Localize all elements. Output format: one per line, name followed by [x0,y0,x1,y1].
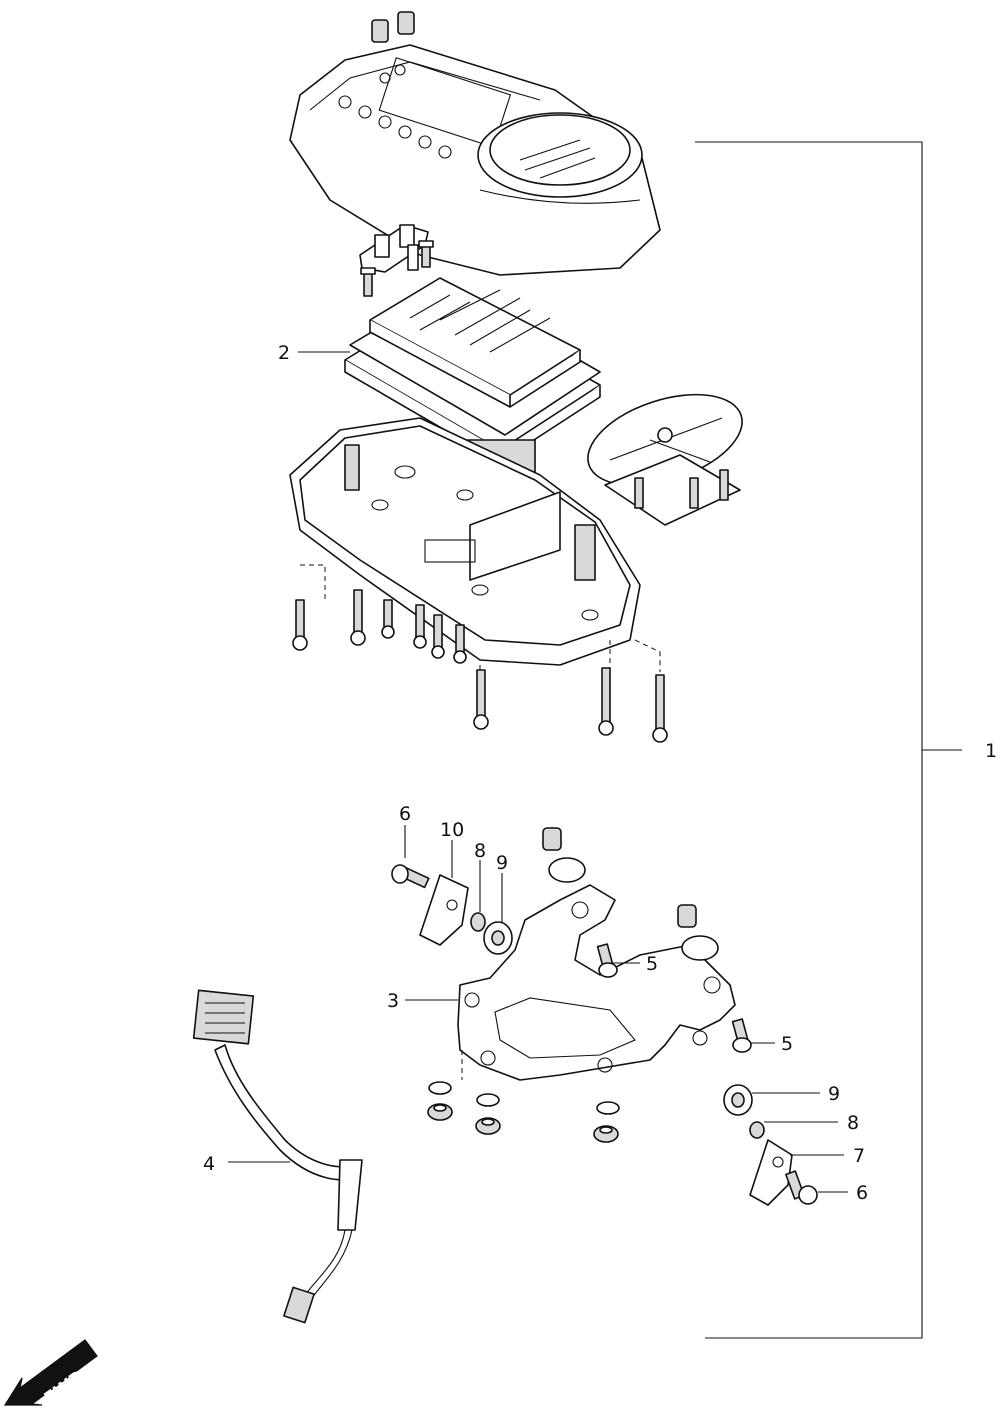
rubber-grommet-icon [723,1084,753,1116]
case-screws [292,564,668,743]
small-bracket-icon [359,224,434,297]
nut-icon [593,1125,619,1143]
fwd-arrow-icon: FWD [3,1339,98,1409]
callout-5-lower: 5 [781,1033,793,1055]
callout-6-lower: 6 [856,1182,868,1204]
nut-icon [427,1103,453,1121]
clip-icon [749,1139,793,1206]
screw-icon [292,599,308,651]
bolt-icon [391,864,430,889]
callout-5-upper: 5 [646,953,658,975]
screw-icon [473,669,489,730]
assembly-bracket-1 [695,141,962,1339]
nut-icon [475,1117,501,1135]
callout-1: 1 [985,740,997,762]
screw-icon [418,240,434,268]
screw-icon [652,674,668,743]
meter-case-icon [289,417,641,666]
collar-icon [749,1121,765,1139]
leader-lines [228,351,848,1193]
wire-harness-icon [192,989,363,1324]
bolt-icon [785,1170,818,1205]
callout-9-lower: 9 [828,1083,840,1105]
clip-icon [419,874,469,946]
callout-7: 7 [853,1145,865,1167]
screw-icon [381,599,395,639]
callout-4: 4 [203,1153,215,1175]
collar-icon [470,912,486,932]
callout-3: 3 [387,990,399,1012]
callout-8-lower: 8 [847,1112,859,1134]
speedometer-dial-icon [587,393,743,526]
screw-icon [431,614,445,659]
screw-icon [350,589,366,646]
bracket-grommets [542,827,719,961]
washer-icon [476,1093,500,1107]
screw-icon [413,604,427,649]
callout-8-upper: 8 [474,840,486,862]
callout-labels: 1 2 3 4 5 5 6 6 7 8 8 9 9 10 [203,342,997,1204]
bolt-icon [731,1018,752,1053]
callout-2: 2 [278,342,290,364]
rubber-grommet-icon [483,921,513,955]
bolt-icon [596,943,618,978]
callout-10: 10 [440,819,464,841]
screw-icon [598,667,614,736]
callout-9-upper: 9 [496,852,508,874]
washer-icon [428,1081,452,1095]
nuts-and-washers [427,1050,620,1143]
washer-icon [596,1101,620,1115]
callout-6-upper: 6 [399,803,411,825]
screw-icon [453,624,467,664]
screw-icon [360,267,376,297]
meter-cover-icon [289,11,661,276]
